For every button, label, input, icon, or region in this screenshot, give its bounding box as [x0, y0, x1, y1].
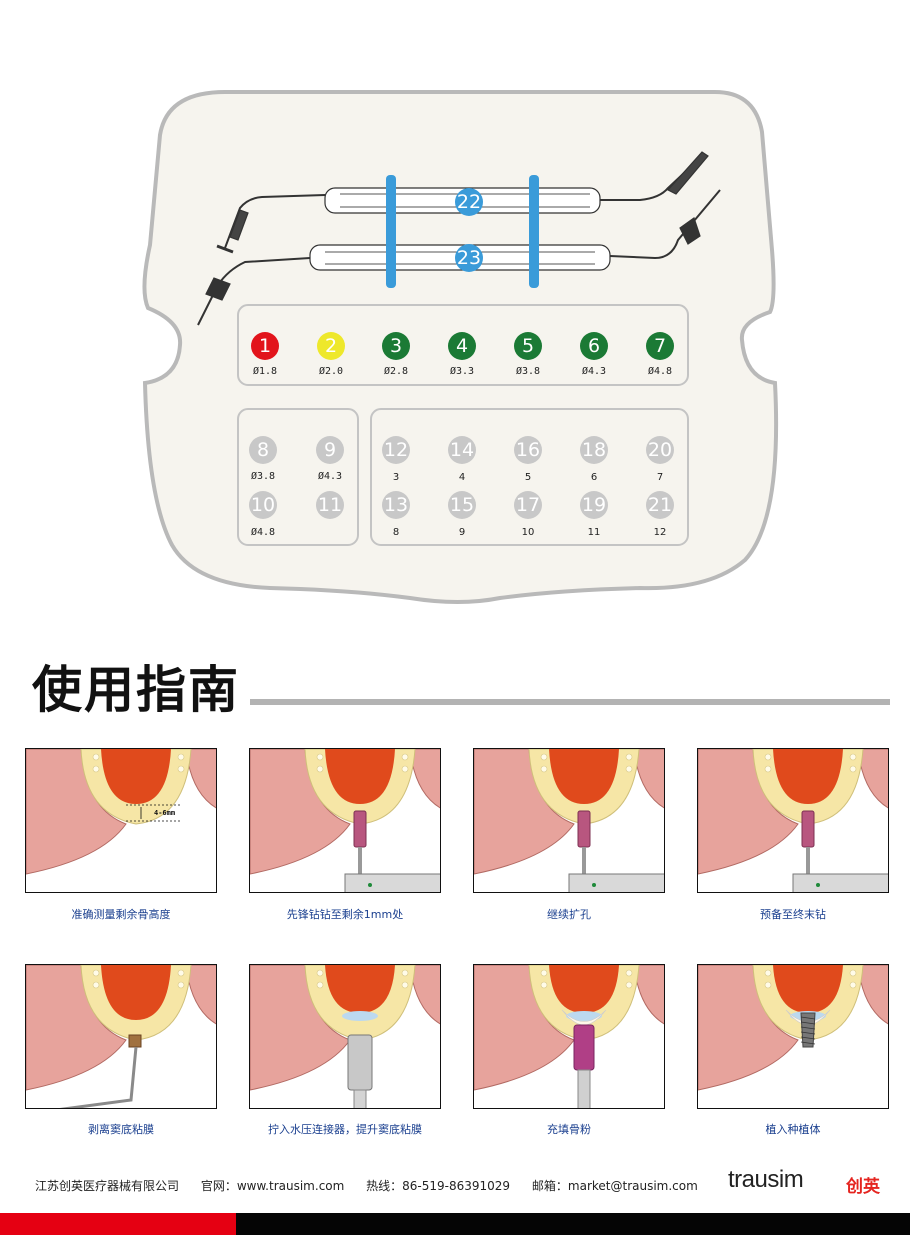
drill-diameter-2: Ø2.0 — [318, 366, 344, 377]
drill-slot-6: 6 — [580, 332, 608, 360]
website-link[interactable]: 官网：www.trausim.com — [200, 1179, 345, 1193]
drill-length-19: 11 — [587, 527, 601, 538]
retaining-bar-right — [529, 175, 539, 288]
guide-title-rule — [250, 699, 890, 705]
step-caption-8: 植入种植体 — [765, 1123, 821, 1136]
drill-slot-2: 2 — [317, 332, 345, 360]
measure-label: 4-6mm — [154, 809, 176, 817]
drill-diameter-3: Ø2.8 — [383, 366, 409, 377]
company-name: 江苏创英医疗器械有限公司 — [35, 1179, 180, 1193]
logo-wordmark: trausim — [728, 1166, 804, 1193]
drill-length-13: 8 — [392, 527, 400, 538]
instrument-badge-22: 22 — [455, 188, 483, 216]
drill-slot-10: 10 — [249, 491, 277, 519]
drill-diameter-4: Ø3.3 — [449, 366, 475, 377]
step-caption-1: 准确测量剩余骨高度 — [71, 908, 171, 921]
step-illustration-1: 4-6mm — [25, 748, 217, 893]
drill-diameter-7: Ø4.8 — [647, 366, 673, 377]
drill-slot-15: 15 — [448, 491, 476, 519]
drill-slot-4: 4 — [448, 332, 476, 360]
drill-length-21: 12 — [653, 527, 667, 538]
drill-length-18: 6 — [590, 472, 598, 483]
drill-slot-14: 14 — [448, 436, 476, 464]
instrument-badge-23: 23 — [455, 244, 483, 272]
drill-slot-12: 12 — [382, 436, 410, 464]
step-illustration-2 — [249, 748, 441, 893]
drill-slot-1: 1 — [251, 332, 279, 360]
step-caption-6: 拧入水压连接器，提升窦底粘膜 — [268, 1123, 422, 1136]
step-caption-2: 先锋钻钻至剩余1mm处 — [286, 908, 404, 921]
drill-slot-9: 9 — [316, 436, 344, 464]
color-drill-compartment — [237, 304, 689, 386]
step-illustration-6 — [249, 964, 441, 1109]
brand-logo: trausim 创英 — [728, 1166, 888, 1197]
guide-title: 使用指南 — [32, 661, 240, 719]
drill-slot-5: 5 — [514, 332, 542, 360]
step-illustration-8 — [697, 964, 889, 1109]
drill-diameter-8: Ø3.8 — [250, 471, 276, 482]
drill-diameter-9: Ø4.3 — [317, 471, 343, 482]
logo-chinese: 创英 — [846, 1177, 880, 1197]
footer-bar-red — [0, 1213, 236, 1235]
right-drill-compartment — [370, 408, 689, 546]
left-drill-compartment — [237, 408, 359, 546]
step-illustration-4 — [697, 748, 889, 893]
drill-slot-17: 17 — [514, 491, 542, 519]
step-caption-7: 充填骨粉 — [547, 1123, 591, 1136]
step-caption-3: 继续扩孔 — [547, 908, 591, 921]
drill-slot-16: 16 — [514, 436, 542, 464]
step-illustration-7 — [473, 964, 665, 1109]
drill-length-16: 5 — [524, 472, 532, 483]
drill-slot-20: 20 — [646, 436, 674, 464]
step-caption-4: 预备至终末钻 — [760, 908, 826, 921]
step-illustration-3 — [473, 748, 665, 893]
drill-diameter-1: Ø1.8 — [252, 366, 278, 377]
drill-length-14: 4 — [458, 472, 466, 483]
drill-diameter-10: Ø4.8 — [250, 527, 276, 538]
drill-slot-8: 8 — [249, 436, 277, 464]
email-link[interactable]: 邮箱：market@trausim.com — [531, 1179, 698, 1193]
hotline: 热线：86-519-86391029 — [366, 1179, 511, 1193]
step-caption-5: 剥离窦底粘膜 — [88, 1123, 154, 1136]
drill-slot-7: 7 — [646, 332, 674, 360]
drill-slot-19: 19 — [580, 491, 608, 519]
step-illustration-5 — [25, 964, 217, 1109]
drill-length-17: 10 — [521, 527, 535, 538]
drill-length-20: 7 — [656, 472, 664, 483]
drill-length-15: 9 — [458, 527, 466, 538]
footer-contact: 江苏创英医疗器械有限公司 官网：www.trausim.com 热线：86-51… — [35, 1177, 716, 1194]
drill-length-12: 3 — [392, 472, 400, 483]
drill-diameter-5: Ø3.8 — [515, 366, 541, 377]
drill-slot-13: 13 — [382, 491, 410, 519]
drill-slot-21: 21 — [646, 491, 674, 519]
footer-bar-black — [236, 1213, 910, 1235]
drill-diameter-6: Ø4.3 — [581, 366, 607, 377]
drill-slot-11: 11 — [316, 491, 344, 519]
drill-slot-3: 3 — [382, 332, 410, 360]
retaining-bar-left — [386, 175, 396, 288]
drill-slot-18: 18 — [580, 436, 608, 464]
